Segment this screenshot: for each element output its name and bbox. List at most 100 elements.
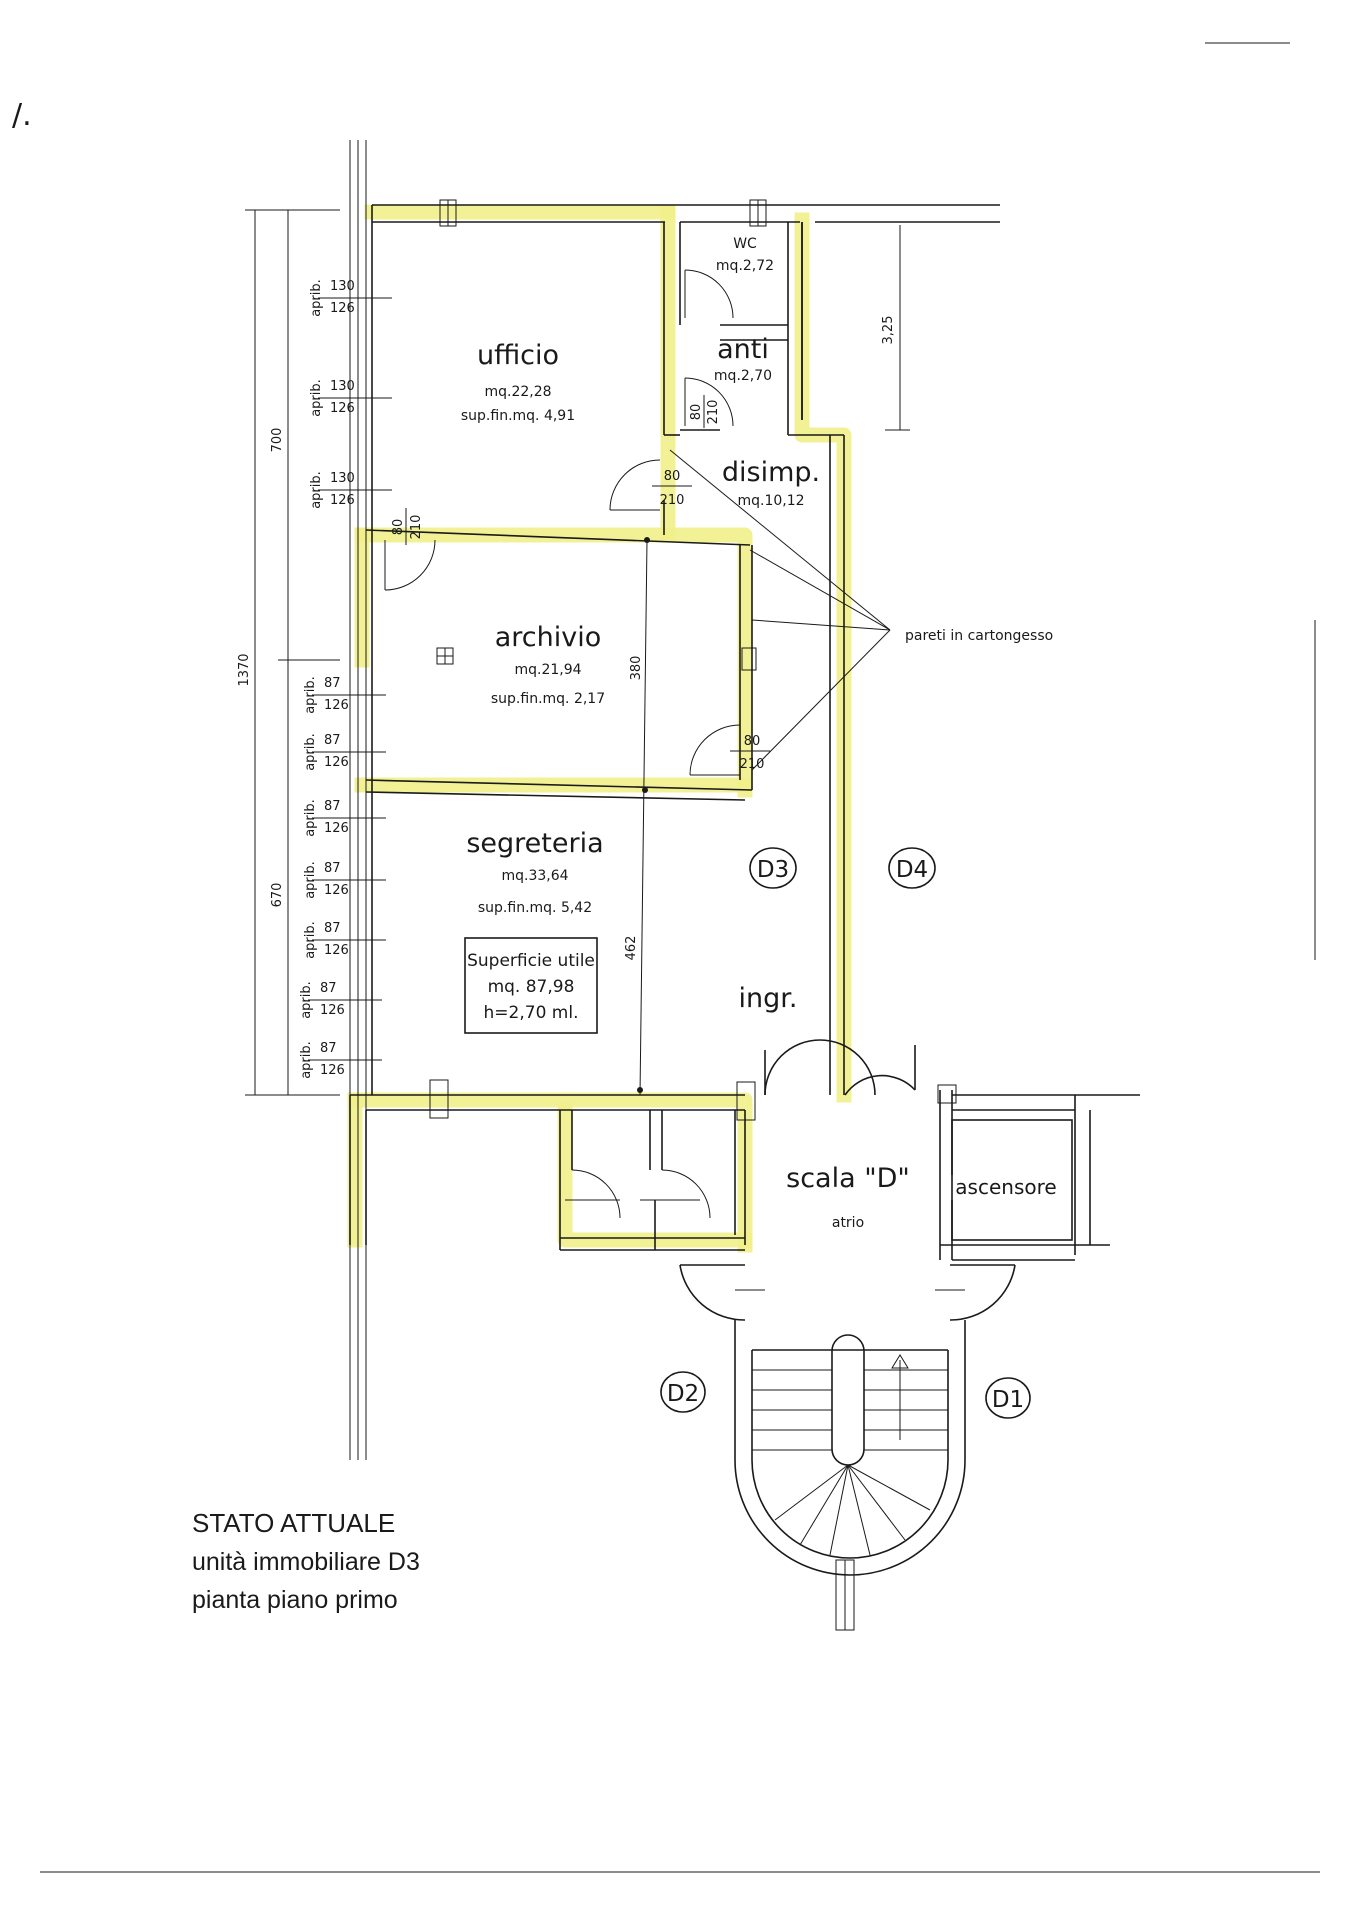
caption: STATO ATTUALE unità immobiliare D3 piant… <box>192 1508 420 1614</box>
svg-text:aprib.: aprib. <box>299 1041 314 1079</box>
window-2: aprib. 130 126 <box>309 379 392 417</box>
svg-text:mq.2,70: mq.2,70 <box>714 368 772 384</box>
dimension-lines <box>245 209 1316 1096</box>
summary-box: Superficie utile mq. 87,98 h=2,70 ml. <box>464 937 598 1034</box>
svg-text:D1: D1 <box>992 1387 1024 1413</box>
svg-text:80: 80 <box>744 734 761 749</box>
svg-text:126: 126 <box>330 401 355 416</box>
room-anti: anti mq.2,70 <box>714 334 772 384</box>
svg-text:210: 210 <box>706 400 721 425</box>
door-labels: 80 210 80 210 80 210 80 210 <box>391 395 770 772</box>
svg-text:130: 130 <box>330 279 355 294</box>
dim-325: 3,25 <box>881 316 896 345</box>
svg-text:disimp.: disimp. <box>722 457 820 488</box>
svg-text:mq.10,12: mq.10,12 <box>737 493 804 509</box>
window-10: aprib. 87 126 <box>299 1041 382 1079</box>
dim-380: 380 <box>629 656 644 681</box>
svg-text:126: 126 <box>320 1063 345 1078</box>
unit-marker-d3: D3 <box>749 847 797 889</box>
leader-lines <box>669 449 891 771</box>
window-7: aprib. 87 126 <box>303 861 386 899</box>
svg-text:210: 210 <box>409 515 424 540</box>
window-4: aprib. 87 126 <box>303 676 386 714</box>
svg-text:Superficie utile: Superficie utile <box>467 951 595 971</box>
svg-text:h=2,70 ml.: h=2,70 ml. <box>484 1003 579 1023</box>
label-scala: scala "D" <box>786 1163 910 1194</box>
window-3: aprib. 130 126 <box>309 471 392 509</box>
svg-text:D3: D3 <box>757 857 789 883</box>
svg-text:mq. 87,98: mq. 87,98 <box>488 977 575 997</box>
svg-text:210: 210 <box>740 757 765 772</box>
svg-text:aprib.: aprib. <box>309 471 324 509</box>
svg-text:126: 126 <box>324 821 349 836</box>
svg-text:126: 126 <box>330 301 355 316</box>
lower-walls <box>349 1079 756 1251</box>
stair-core <box>679 1039 1140 1631</box>
top-wall <box>372 199 1000 227</box>
window-9: aprib. 87 126 <box>299 981 382 1019</box>
svg-text:mq.33,64: mq.33,64 <box>501 868 568 884</box>
svg-text:segreteria: segreteria <box>466 828 603 859</box>
svg-text:126: 126 <box>324 883 349 898</box>
svg-text:archivio: archivio <box>495 622 602 653</box>
svg-text:210: 210 <box>660 493 685 508</box>
room-segreteria: segreteria mq.33,64 sup.fin.mq. 5,42 <box>466 828 603 916</box>
svg-text:D2: D2 <box>667 1381 699 1407</box>
corner-mark: /. <box>12 98 32 133</box>
room-archivio: archivio mq.21,94 sup.fin.mq. 2,17 <box>436 622 605 707</box>
svg-text:D4: D4 <box>896 857 928 883</box>
dim-462: 462 <box>624 936 639 961</box>
svg-text:126: 126 <box>324 755 349 770</box>
caption-title: STATO ATTUALE <box>192 1508 395 1538</box>
svg-text:aprib.: aprib. <box>303 921 318 959</box>
svg-text:87: 87 <box>324 921 341 936</box>
room-disimp: disimp. mq.10,12 <box>722 457 820 509</box>
svg-text:aprib.: aprib. <box>303 861 318 899</box>
facade-wall <box>349 140 373 1460</box>
svg-text:sup.fin.mq. 2,17: sup.fin.mq. 2,17 <box>491 691 605 707</box>
room-wc: WC mq.2,72 <box>716 236 774 274</box>
svg-text:aprib.: aprib. <box>309 279 324 317</box>
room-area-ufficio: mq.22,28 <box>484 384 551 400</box>
svg-text:80: 80 <box>664 469 681 484</box>
unit-marker-d4: D4 <box>888 847 936 889</box>
svg-text:87: 87 <box>324 861 341 876</box>
svg-text:126: 126 <box>320 1003 345 1018</box>
svg-text:mq.21,94: mq.21,94 <box>514 662 581 678</box>
room-sup-ufficio: sup.fin.mq. 4,91 <box>461 408 575 424</box>
caption-line2: unità immobiliare D3 <box>192 1548 420 1576</box>
label-ingr: ingr. <box>739 983 798 1014</box>
svg-text:126: 126 <box>330 493 355 508</box>
window-6: aprib. 87 126 <box>303 799 386 837</box>
label-ascensore: ascensore <box>955 1175 1056 1199</box>
svg-text:126: 126 <box>324 943 349 958</box>
label-atrio: atrio <box>832 1215 864 1231</box>
room-ufficio: ufficio mq.22,28 sup.fin.mq. 4,91 <box>461 340 575 424</box>
dim-upper: 700 <box>270 428 285 453</box>
unit-marker-d2: D2 <box>660 1371 706 1413</box>
window-8: aprib. 87 126 <box>303 921 386 959</box>
svg-text:aprib.: aprib. <box>303 733 318 771</box>
svg-text:130: 130 <box>330 471 355 486</box>
svg-text:87: 87 <box>320 1041 337 1056</box>
door-swings <box>384 269 741 776</box>
unit-d3-highlight <box>347 204 852 1253</box>
unit-marker-d1: D1 <box>985 1377 1031 1419</box>
dim-total: 1370 <box>237 653 252 686</box>
svg-text:80: 80 <box>391 519 406 536</box>
room-name-ufficio: ufficio <box>477 340 559 371</box>
svg-text:80: 80 <box>689 404 704 421</box>
svg-text:WC: WC <box>733 236 757 252</box>
svg-text:126: 126 <box>324 698 349 713</box>
svg-text:130: 130 <box>330 379 355 394</box>
svg-text:87: 87 <box>324 799 341 814</box>
svg-text:sup.fin.mq. 5,42: sup.fin.mq. 5,42 <box>478 900 592 916</box>
svg-text:87: 87 <box>324 733 341 748</box>
facade-windows: aprib. 130 126 aprib. 130 126 aprib. 130… <box>299 279 392 1079</box>
svg-text:aprib.: aprib. <box>303 676 318 714</box>
label-pareti: pareti in cartongesso <box>905 628 1053 644</box>
svg-text:aprib.: aprib. <box>309 379 324 417</box>
interior-walls <box>365 222 845 1096</box>
caption-line3: pianta piano primo <box>192 1586 398 1614</box>
